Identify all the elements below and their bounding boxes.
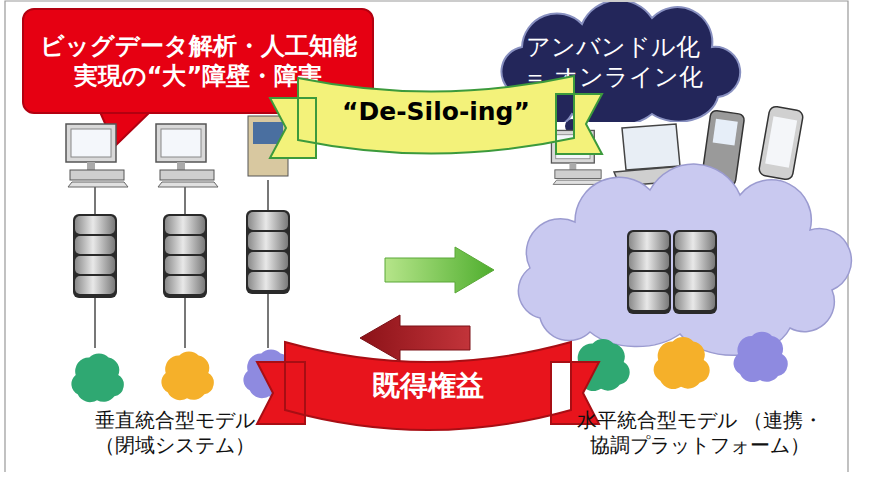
- red-banner: 既得権益: [255, 334, 601, 448]
- database-icon: [246, 210, 290, 294]
- platform-cloud: [518, 164, 851, 355]
- yellow-banner-outline: [270, 76, 602, 158]
- left-arrow: [360, 315, 470, 361]
- yellow-banner: “De-Silo-ing”: [268, 68, 604, 164]
- node-text: “De-Silo-ing”: [316, 96, 556, 127]
- node-text: 既得権益: [328, 368, 528, 403]
- right-arrow: [385, 247, 494, 293]
- database-icon: [73, 214, 117, 298]
- network-blob: [654, 337, 710, 389]
- text-wrap: “De-Silo-ing”: [316, 96, 556, 127]
- text-wrap: 既得権益: [328, 368, 528, 403]
- red-banner-outline: [257, 342, 599, 430]
- wires: [95, 180, 268, 348]
- computer-icon: [66, 124, 128, 187]
- model-label: 垂直統合型モデル （閉域システム）: [75, 408, 275, 458]
- database-icon: [163, 214, 207, 298]
- model-label: 水平統合型モデル （連携・協調プラットフォーム）: [535, 408, 865, 458]
- network-blob: [71, 354, 123, 403]
- network-blob: [161, 352, 213, 401]
- database-icon: [673, 230, 717, 314]
- computer-icon: [156, 124, 218, 187]
- smartphone-icon: [758, 106, 804, 181]
- database-icon: [627, 230, 671, 314]
- network-blob: [734, 332, 788, 382]
